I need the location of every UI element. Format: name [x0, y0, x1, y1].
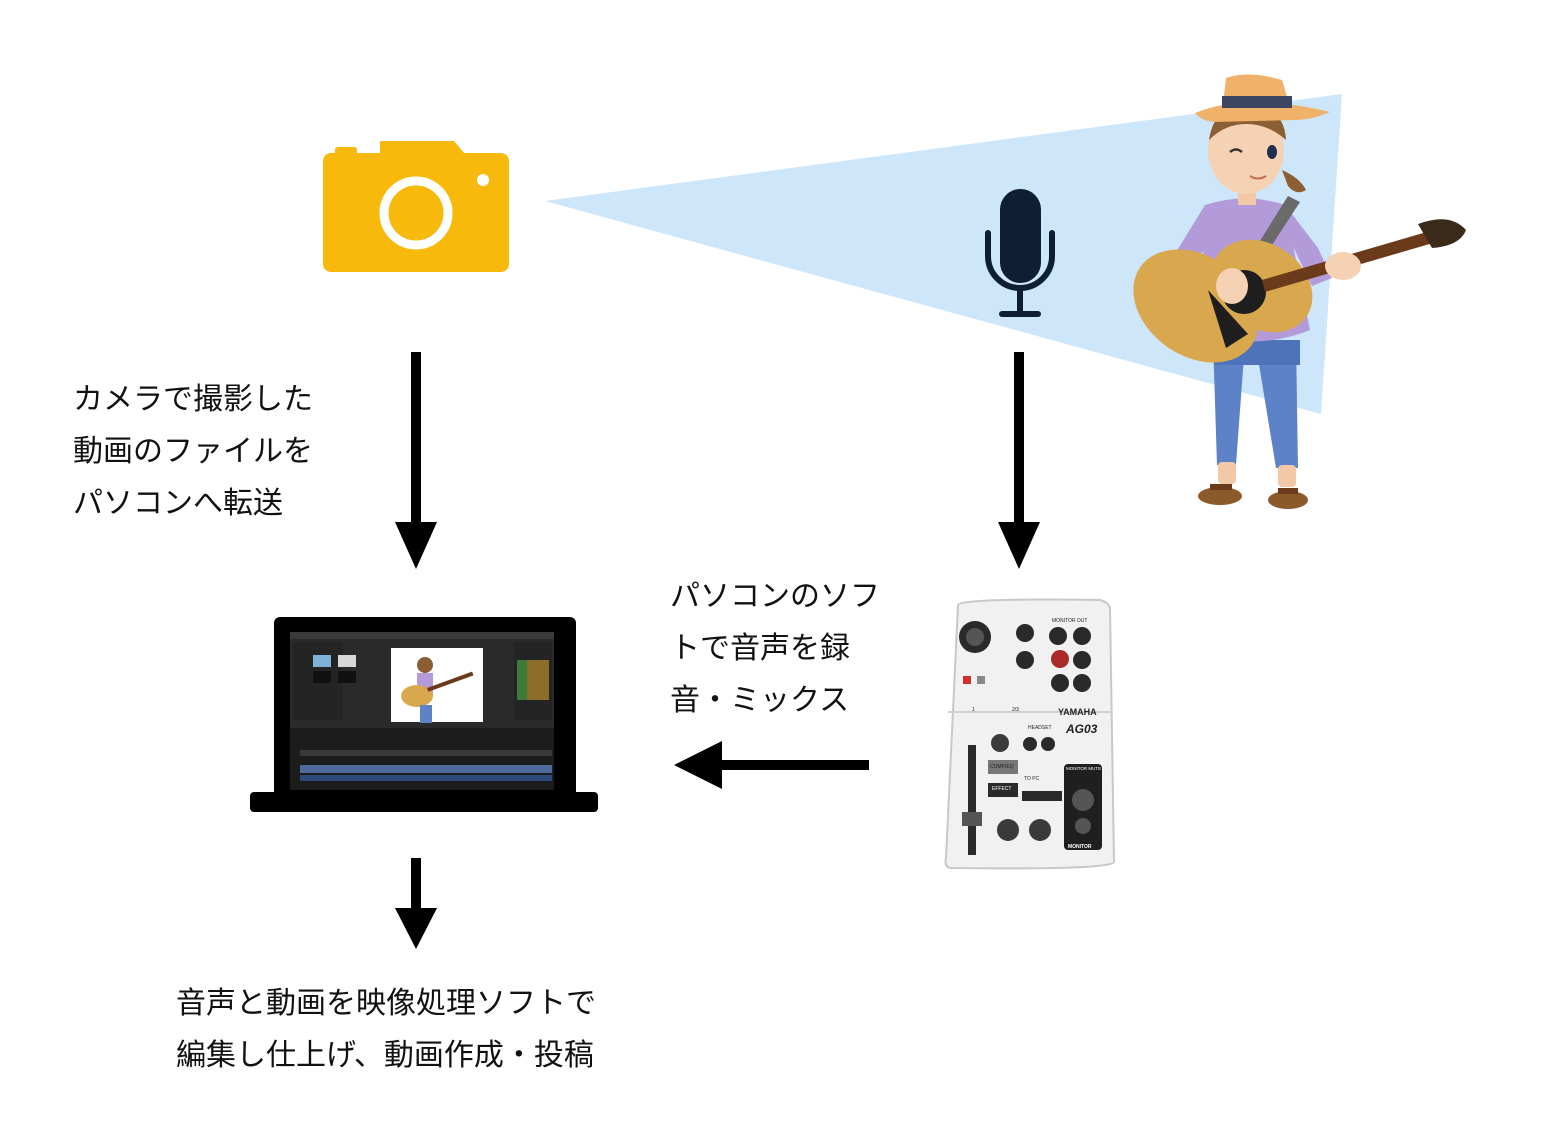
mixer-monitor-label: MONITOR	[1068, 844, 1092, 850]
mixer-ch23-label: 2/3	[1012, 707, 1019, 713]
caption-line: 音・ミックス	[670, 683, 850, 718]
arrow-mic-to-mixer	[998, 352, 1040, 569]
mixer-model: AG03	[1065, 722, 1098, 736]
mixer-headset-label: HEADSET	[1028, 725, 1052, 731]
guitarist-illustration	[1133, 74, 1466, 509]
laptop-icon	[250, 617, 598, 812]
arrow-mixer-to-laptop	[674, 741, 869, 789]
caption-line: カメラで撮影した	[73, 382, 313, 417]
camera-view-beam	[545, 94, 1342, 414]
arrow-laptop-to-output	[395, 858, 437, 949]
microphone-icon	[985, 189, 1055, 317]
caption-line: 編集し仕上げ、動画作成・投稿	[176, 1038, 594, 1073]
mixer-brand: YAMAHA	[1058, 707, 1097, 717]
pc-recording-caption: パソコンのソフ トで音声を録 音・ミックス	[670, 571, 880, 727]
camera-transfer-caption: カメラで撮影した 動画のファイルを パソコンへ転送	[73, 374, 313, 530]
caption-line: トで音声を録	[670, 631, 850, 666]
camera-icon	[323, 141, 509, 272]
mixer-ch1-label: 1	[972, 707, 975, 713]
audio-mixer-device: YAMAHA AG03 MONITOR OUT HEADSET COMP/EQ …	[944, 598, 1116, 870]
mixer-monitor-mute-label: MONITOR MUTE	[1066, 766, 1101, 771]
laptop-screen-video-editor	[290, 632, 554, 790]
caption-line: パソコンへ転送	[73, 486, 283, 521]
caption-line: 動画のファイルを	[73, 434, 313, 469]
caption-line: 音声と動画を映像処理ソフトで	[176, 986, 596, 1021]
mixer-comp-eq-label: COMP/EQ	[990, 764, 1014, 770]
caption-line: パソコンのソフ	[670, 579, 880, 614]
mixer-to-pc-label: TO PC	[1024, 776, 1040, 782]
final-edit-caption: 音声と動画を映像処理ソフトで 編集し仕上げ、動画作成・投稿	[176, 978, 596, 1082]
mixer-effect-label: EFFECT	[992, 786, 1011, 792]
arrow-camera-to-laptop	[395, 352, 437, 569]
mixer-monitor-out-label: MONITOR OUT	[1052, 618, 1087, 624]
